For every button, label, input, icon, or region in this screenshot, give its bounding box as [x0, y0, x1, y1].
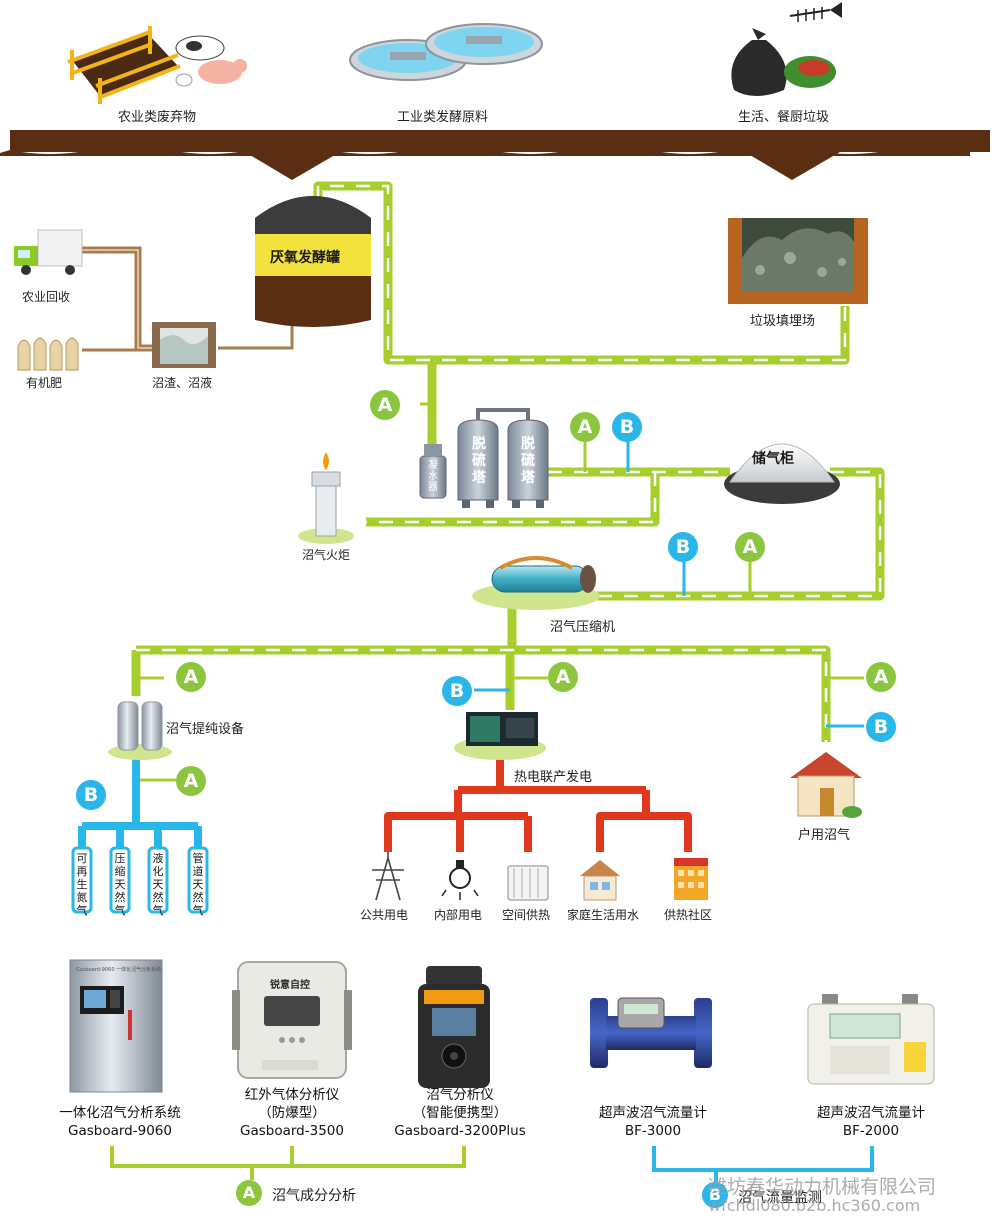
digester-label: 厌氧发酵罐 [270, 250, 340, 266]
condenser-unit [419, 444, 447, 499]
legend-bracket-b [652, 1146, 874, 1182]
purified-gas-pipes [78, 752, 202, 848]
product-cabinet-gasboard-9060 [69, 959, 163, 1093]
purified-output-boxes [71, 846, 209, 914]
purified-output-label: 压缩天然气 [114, 852, 126, 917]
chp-generator [454, 712, 546, 760]
apartment-building-icon [674, 858, 708, 900]
badge-b: B [76, 780, 106, 810]
chp-label: 热电联产发电 [514, 770, 593, 785]
analyzer-brand-label: 锐意自控 [270, 980, 310, 991]
chp-distribution-lines [384, 758, 692, 852]
badge-a: A [176, 766, 206, 796]
farm-illustration [67, 26, 247, 104]
badge-b: B [612, 412, 642, 442]
purified-output-label: 可再生氮气 [76, 852, 88, 917]
gas-holder-dome [724, 443, 840, 504]
chp-output-label: 家庭生活用水 [567, 908, 640, 922]
landfill-label: 垃圾填埋场 [750, 314, 816, 329]
desulfur-tower-2-label: 脱硫塔 [521, 436, 535, 486]
badge-a: A [176, 662, 206, 692]
pylon-icon [372, 852, 404, 901]
home-interior-icon [580, 860, 620, 901]
desulfur-tower-1-label: 脱硫塔 [472, 436, 486, 486]
badge-a: A [735, 532, 765, 562]
waste-return-lines [82, 246, 294, 352]
condenser-label: 凝水器 [428, 460, 438, 493]
household-gas-label: 户用沼气 [798, 828, 851, 843]
house-illustration [790, 752, 862, 818]
watermark-url: wfchdl080.b2b.hc360.com [708, 1196, 921, 1215]
legend-a-label: 沼气成分分析 [272, 1188, 356, 1204]
watermark-company: 潍坊春华动力机械有限公司 [708, 1176, 937, 1198]
chp-output-label: 供热社区 [664, 908, 713, 922]
residue-pit-illustration [152, 322, 216, 368]
sensor-tap-lines [136, 402, 864, 782]
garbage-illustration [731, 2, 842, 96]
industrial-tanks-illustration [349, 23, 543, 81]
badge-a: A [570, 412, 600, 442]
badge-b: B [668, 532, 698, 562]
gas-holder-label: 储气柜 [752, 451, 794, 467]
legend-badge-b: B [702, 1182, 728, 1208]
legend-badge-a: A [236, 1180, 262, 1206]
badge-a: A [370, 390, 400, 420]
truck-illustration [14, 229, 83, 275]
purifier-label: 沼气提纯设备 [166, 722, 245, 737]
ground-strip [10, 130, 990, 152]
product-gasboard-3500 [232, 961, 352, 1079]
source-industrial-label: 工业类发酵原料 [397, 110, 489, 125]
badge-a: A [548, 662, 578, 692]
product-bf-3000 [590, 997, 712, 1068]
chp-output-label: 公共用电 [360, 908, 409, 922]
landfill-illustration [728, 218, 868, 304]
left-funnel [245, 152, 340, 180]
product-bf-2000 [807, 994, 935, 1085]
truck-label: 农业回收 [22, 290, 71, 304]
desulfurization-towers [457, 408, 549, 508]
torch-label: 沼气火炬 [302, 548, 351, 562]
badge-a: A [866, 662, 896, 692]
product-gasboard-3200plus [418, 966, 490, 1088]
badge-b: B [866, 712, 896, 742]
gas-pipe-highlights [136, 184, 882, 742]
fertilizer-bags-illustration [17, 337, 79, 371]
badge-b: B [442, 676, 472, 706]
product-name-3500: 红外气体分析仪（防爆型）Gasboard-3500 [240, 1087, 344, 1139]
radiator-icon [507, 865, 549, 901]
torch-stack [298, 452, 354, 544]
chp-output-label: 内部用电 [434, 908, 483, 922]
purified-output-label: 管道天然气 [192, 852, 204, 917]
compressor-label: 沼气压缩机 [550, 620, 616, 635]
legend-bracket-a [110, 1146, 466, 1180]
digester-tank [255, 196, 371, 327]
chp-output-label: 空间供热 [502, 908, 551, 922]
cabinet-brand-label: Gasboard-9060 一体化沼气分析系统 [76, 967, 162, 973]
bulb-icon [441, 860, 479, 900]
ground-edge [0, 146, 970, 156]
compressor-unit [472, 556, 600, 610]
residue-label: 沼渣、沼液 [152, 376, 213, 390]
purifier-units [108, 701, 172, 760]
source-household-label: 生活、餐厨垃圾 [738, 110, 830, 125]
purified-output-label: 液化天然气 [152, 852, 164, 917]
legend-b-label: 沼气流量监测 [738, 1190, 822, 1206]
right-funnel [745, 152, 840, 180]
source-agri-waste-label: 农业类废弃物 [118, 110, 197, 125]
fertilizer-label: 有机肥 [26, 376, 63, 390]
product-name-3200plus: 沼气分析仪（智能便携型）Gasboard-3200Plus [394, 1087, 526, 1139]
